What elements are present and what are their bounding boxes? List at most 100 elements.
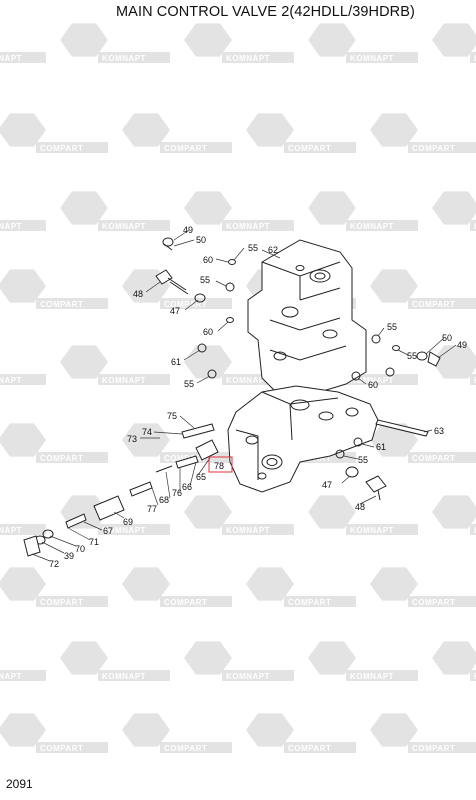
watermark-band <box>98 670 170 681</box>
watermark-text: KOMNAPT <box>102 222 146 231</box>
watermark-hex <box>0 269 46 303</box>
watermark-text: COMPART <box>288 144 331 153</box>
callout-55: 55 <box>200 275 210 285</box>
callout-78: 78 <box>214 461 224 471</box>
watermark-band <box>36 142 108 153</box>
watermark-text: KOMNAPT <box>350 54 394 63</box>
callout-47: 47 <box>322 480 332 490</box>
watermark-band <box>98 220 170 231</box>
watermark-hex <box>0 567 46 601</box>
watermark-pattern: KOMNAPT KOMNAPT KOMNAPT KOMNAPT KOMNAPT COMPA… <box>0 23 476 753</box>
watermark-text: KOMNAPT <box>474 376 476 385</box>
small-parts-drawing <box>23 237 441 557</box>
watermark-text: KOMNAPT <box>0 376 22 385</box>
watermark-text: COMPART <box>40 300 83 309</box>
watermark-band <box>346 220 418 231</box>
watermark-band <box>470 524 476 535</box>
watermark-text: KOMNAPT <box>102 526 146 535</box>
watermark-hex <box>432 641 476 675</box>
callout-50: 50 <box>196 235 206 245</box>
watermark-text: KOMNAPT <box>350 526 394 535</box>
watermark-hex <box>370 269 418 303</box>
watermark-band <box>36 596 108 607</box>
watermark-band <box>470 670 476 681</box>
watermark-text: COMPART <box>412 598 455 607</box>
watermark-text: KOMNAPT <box>102 672 146 681</box>
watermark-text: KOMNAPT <box>350 672 394 681</box>
watermark-text: KOMNAPT <box>350 376 394 385</box>
watermark-hex <box>308 641 356 675</box>
leader-lines <box>31 229 457 562</box>
watermark-hex <box>60 345 108 379</box>
callout-68: 68 <box>159 495 169 505</box>
callout-49: 49 <box>457 340 467 350</box>
watermark-hex <box>0 113 46 147</box>
watermark-band <box>408 298 476 309</box>
watermark-text: COMPART <box>164 454 207 463</box>
callout-74: 74 <box>142 427 152 437</box>
callout-49: 49 <box>183 225 193 235</box>
watermark-hex <box>308 191 356 225</box>
watermark-band <box>408 742 476 753</box>
watermark-hex <box>60 23 108 57</box>
watermark-band <box>36 452 108 463</box>
callout-61: 61 <box>171 357 181 367</box>
callout-65: 65 <box>196 472 206 482</box>
watermark-band <box>470 220 476 231</box>
watermark-hex <box>122 113 170 147</box>
callout-55: 55 <box>407 351 417 361</box>
callout-76: 76 <box>172 488 182 498</box>
callout-77: 77 <box>147 504 157 514</box>
watermark-band <box>160 142 232 153</box>
watermark-hex <box>184 495 232 529</box>
watermark-text: KOMNAPT <box>350 222 394 231</box>
callout-69: 69 <box>123 517 133 527</box>
watermark-text: COMPART <box>412 744 455 753</box>
watermark-band <box>346 524 418 535</box>
watermark-text: COMPART <box>412 300 455 309</box>
watermark-band <box>222 524 294 535</box>
watermark-band <box>222 52 294 63</box>
watermark-hex <box>370 113 418 147</box>
watermark-hex <box>308 23 356 57</box>
watermark-text: KOMNAPT <box>474 54 476 63</box>
watermark-text: KOMNAPT <box>0 672 22 681</box>
watermark-text: COMPART <box>40 744 83 753</box>
watermark-text: COMPART <box>164 598 207 607</box>
callout-47: 47 <box>170 306 180 316</box>
watermark-text: COMPART <box>40 144 83 153</box>
watermark-band <box>160 298 232 309</box>
watermark-band <box>98 524 170 535</box>
watermark-band <box>0 374 46 385</box>
watermark-band <box>408 142 476 153</box>
watermark-hex <box>0 713 46 747</box>
callout-75: 75 <box>167 411 177 421</box>
callout-67: 67 <box>103 526 113 536</box>
watermark-band <box>346 374 418 385</box>
callout-72: 72 <box>49 559 59 569</box>
highlighted-part-box <box>208 456 233 473</box>
watermark-hex <box>246 713 294 747</box>
watermark-hex <box>432 345 476 379</box>
callout-73: 73 <box>127 434 137 444</box>
watermark-band <box>222 374 294 385</box>
watermark-text: KOMNAPT <box>226 54 270 63</box>
callout-39: 39 <box>64 551 74 561</box>
watermark-hex <box>432 191 476 225</box>
watermark-band <box>0 524 46 535</box>
callout-61: 61 <box>376 442 386 452</box>
watermark-hex <box>60 191 108 225</box>
watermark-band <box>160 742 232 753</box>
callout-60: 60 <box>203 327 213 337</box>
watermark-text: KOMNAPT <box>0 222 22 231</box>
callout-55: 55 <box>387 322 397 332</box>
watermark-text: KOMNAPT <box>102 376 146 385</box>
watermark-text: COMPART <box>40 454 83 463</box>
callout-70: 70 <box>75 544 85 554</box>
watermark-band <box>346 670 418 681</box>
watermark-hex <box>122 423 170 457</box>
callout-55: 55 <box>248 243 258 253</box>
watermark-band <box>222 670 294 681</box>
watermark-hex <box>122 567 170 601</box>
